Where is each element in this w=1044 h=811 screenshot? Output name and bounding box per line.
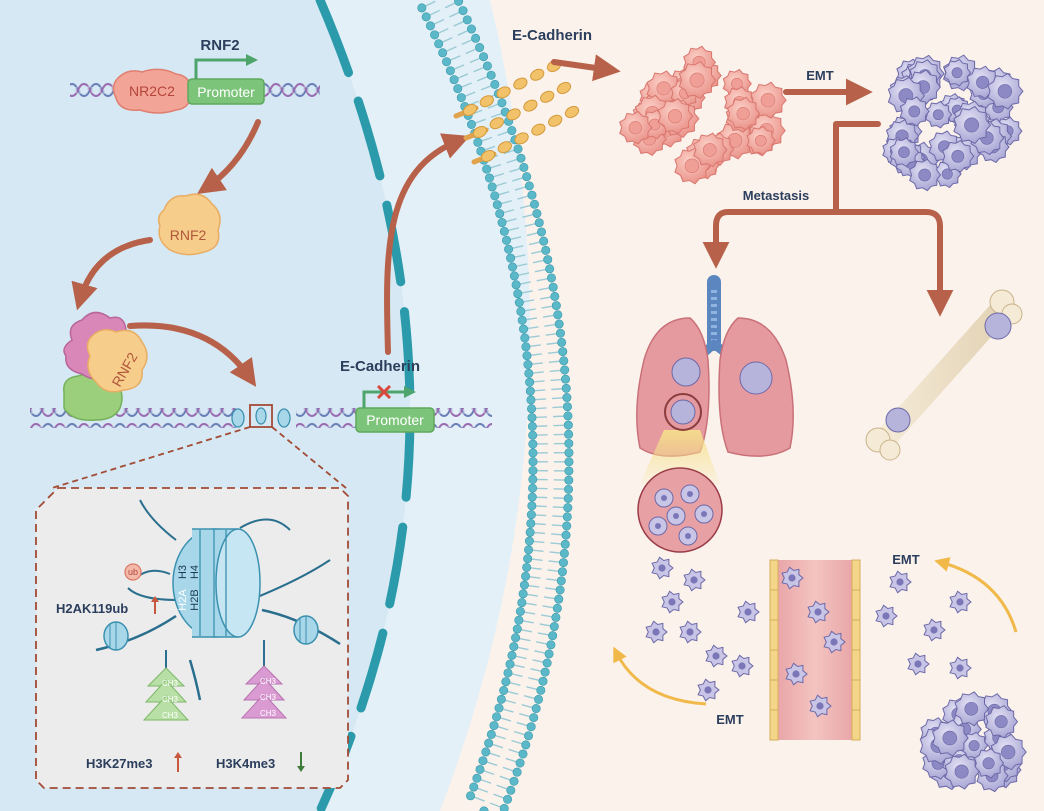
- arrow-to-epithelial-cluster: [551, 54, 621, 82]
- methyl-tree-green: [142, 667, 190, 721]
- promoter-box-top: [187, 78, 265, 105]
- e-cadherin-proteins: [453, 59, 580, 165]
- inhibition-cross-icon: [376, 384, 392, 400]
- arrow-metastasis-to-bone: [833, 209, 954, 317]
- mesenchymal-cluster-bottom: [919, 691, 1027, 793]
- arrow-complex-to-chromatin: [127, 322, 257, 387]
- histone-h2b-label: H2B: [189, 589, 201, 610]
- emt-right-label: EMT: [892, 552, 920, 567]
- ch3-green-1: CH3: [162, 679, 179, 688]
- arrow-gene-to-protein: [197, 119, 261, 195]
- ecad-membrane-label: E-Cadherin: [512, 27, 592, 44]
- lung-tissue-zoom: [637, 467, 723, 553]
- h3k27me3-label: H3K27me3: [86, 756, 153, 771]
- nr2c2-label: NR2C2: [129, 83, 175, 99]
- arrow-emt-right: [934, 557, 1018, 633]
- rnf2-protein-label: RNF2: [170, 227, 207, 243]
- nucleosome-small-1: [231, 408, 245, 428]
- nucleosome-selected: [255, 407, 267, 425]
- histone-h3-label: H3: [177, 565, 189, 579]
- emt-top-label: EMT: [806, 68, 834, 83]
- rnf2-protein: [157, 193, 221, 256]
- bone-illustration: [865, 289, 1023, 461]
- promoter-label-bottom: Promoter: [366, 412, 424, 428]
- histone-h4-label: H4: [189, 565, 201, 579]
- ch3-green-3: CH3: [162, 711, 179, 720]
- circulating-tumor-cells: [645, 556, 972, 718]
- nucleosome-left: [103, 621, 129, 651]
- epithelial-tumor-cluster: [619, 45, 787, 185]
- histone-tails: [127, 499, 331, 601]
- metastasis-label: Metastasis: [743, 188, 809, 203]
- nucleosome-right: [293, 615, 319, 645]
- rnf2-gene-label: RNF2: [200, 37, 239, 54]
- h2ak119ub-up-arrow: [151, 596, 159, 614]
- h3k27me3-up-arrow: [174, 752, 182, 772]
- promoter-label-top: Promoter: [197, 84, 255, 100]
- promoter-box-bottom: [355, 407, 435, 433]
- lung-illustration: [636, 275, 794, 484]
- nr2c2-protein: [112, 68, 191, 114]
- arrow-emt-left: [613, 646, 707, 706]
- nucleosome-main: [172, 528, 261, 638]
- arrow-metastasis-to-lung: [702, 121, 881, 269]
- nucleosome-small-2: [277, 408, 291, 428]
- nuclear-envelope: [315, 0, 415, 811]
- methyl-tree-purple: [240, 665, 288, 719]
- arrow-protein-to-complex: [71, 237, 153, 311]
- ecad-nucleus-label: E-Cadherin: [340, 358, 420, 375]
- ubiquitin-icon: [124, 563, 142, 581]
- ch3-purple-3: CH3: [260, 709, 277, 718]
- h3k4me3-label: H3K4me3: [216, 756, 275, 771]
- ch3-purple-1: CH3: [260, 677, 277, 686]
- mesenchymal-tumor-cluster: [882, 54, 1024, 192]
- ub-label: ub: [128, 567, 138, 577]
- dna-strand-middle-left: [30, 408, 242, 428]
- arrow-ecad-to-membrane: [384, 133, 471, 355]
- histone-h2a-label: H2A: [177, 589, 189, 611]
- transcription-start-arrow-bottom: [362, 386, 416, 408]
- ch3-green-2: CH3: [162, 695, 179, 704]
- h2ak119ub-label: H2AK119ub: [56, 601, 128, 616]
- blood-vessel: [769, 559, 861, 741]
- h3k4me3-down-arrow: [297, 752, 305, 772]
- emt-left-label: EMT: [716, 712, 744, 727]
- prc1-complex: [63, 311, 148, 421]
- ch3-purple-2: CH3: [260, 693, 277, 702]
- zoom-selection-box: [249, 404, 273, 428]
- transcription-start-arrow-top: [194, 54, 258, 79]
